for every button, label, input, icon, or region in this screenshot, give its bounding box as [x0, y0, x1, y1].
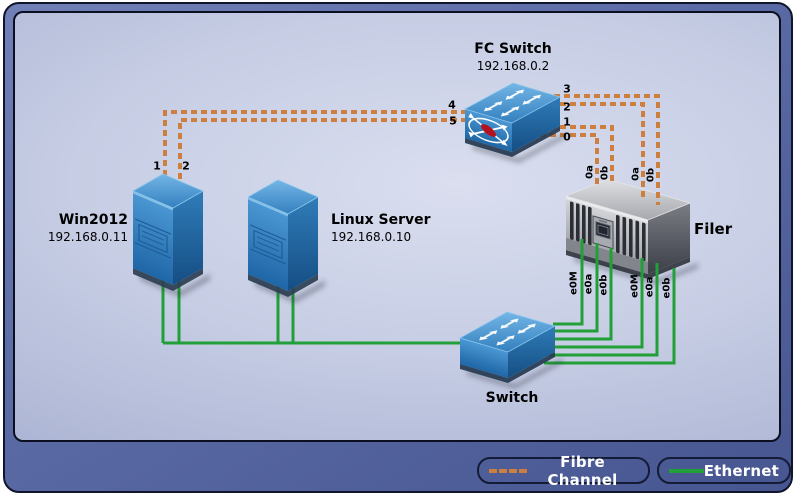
filer-front-face — [566, 196, 648, 274]
linux-server-device — [247, 179, 325, 303]
win2012-ip-label: 192.168.0.11 — [47, 230, 128, 244]
switch-front-face — [460, 338, 508, 378]
legend-ethernet: Ethernet — [657, 457, 791, 484]
fc-switch-ip-label: 192.168.0.2 — [476, 59, 550, 73]
fc-port-2-label: 2 — [563, 100, 571, 114]
fc-link-port4-win1 — [163, 110, 467, 176]
filer-device — [564, 178, 698, 285]
win2012-port-2-label: 2 — [182, 159, 190, 173]
fc-switch-side-face — [512, 97, 560, 152]
ethernet-line-sample — [669, 468, 704, 473]
filer-louvers — [570, 201, 646, 261]
filer-side-face — [648, 203, 690, 274]
filer-port-e0M-label: e0M — [629, 274, 641, 298]
legend-fibre-channel-label: Fibre Channel — [547, 452, 618, 489]
eth-link-switch-e0a-1 — [550, 243, 599, 333]
fc-switch-device — [463, 82, 567, 163]
linux-top-face — [247, 179, 319, 215]
win2012-name-label: Win2012 — [58, 212, 128, 228]
win2012-server-device — [132, 173, 210, 297]
fc-port-5-label: 5 — [449, 114, 457, 128]
fc-switch-arrows-icon — [483, 89, 542, 117]
win2012-port-1-label: 1 — [153, 159, 161, 173]
legend-ethernet-label: Ethernet — [703, 461, 779, 480]
fc-port-0-label: 0 — [563, 130, 571, 144]
filer-port-e0M-label: e0M — [568, 271, 580, 295]
win2012-front-face — [133, 191, 173, 286]
fc-link-port0-filer0a — [540, 133, 599, 187]
filer-port-0b-label: 0b — [599, 165, 611, 181]
linux-server-name-label: Linux Server — [331, 212, 431, 228]
fc-switch-shadow — [472, 132, 567, 163]
eth-link-switch-e0M-1 — [553, 239, 584, 326]
fc-link-port5-win2 — [178, 118, 467, 183]
eth-link-switch-e0b-2 — [544, 268, 676, 365]
filer-shadow — [574, 256, 698, 285]
ethernet-links — [161, 239, 676, 365]
fc-port-3-label: 3 — [563, 82, 571, 96]
filer-name-label: Filer — [694, 220, 733, 238]
eth-link-switch-e0M-2 — [550, 258, 644, 349]
fibre-channel-line-sample — [489, 468, 527, 473]
fc-port-4-label: 4 — [448, 98, 456, 112]
linux-side-face — [288, 197, 318, 291]
fc-switch-name-label: FC Switch — [474, 41, 552, 57]
eth-link-switch-e0b-1 — [552, 248, 613, 341]
linux-shadow — [255, 280, 325, 303]
eth-link-switch-e0a-2 — [548, 263, 659, 357]
fc-link-port3-filer0b — [554, 94, 660, 205]
legend-fibre-channel: Fibre Channel — [477, 453, 650, 489]
win2012-side-face — [173, 191, 203, 285]
win2012-shadow — [140, 274, 210, 297]
fc-link-port1-filer0b — [540, 125, 614, 184]
filer-top-face — [564, 178, 692, 221]
switch-name-label: Switch — [485, 390, 539, 406]
switch-arrows-icon — [479, 318, 536, 346]
switch-top-face — [458, 311, 557, 353]
win2012-top-face — [132, 173, 204, 209]
filer-port-e0a-label: e0a — [644, 276, 656, 298]
fc-switch-top-face — [463, 82, 562, 124]
filer-port-e0a-label: e0a — [583, 273, 595, 295]
fc-switch-red-core-icon — [480, 124, 497, 137]
filer-port-0a-label: 0a — [584, 165, 596, 179]
fc-link-port2-filer0a — [550, 102, 645, 199]
switch-side-face — [508, 326, 555, 378]
fc-port-1-label: 1 — [563, 115, 571, 129]
switch-shadow — [467, 358, 562, 389]
filer-screen — [595, 221, 611, 240]
filer-port-0b-label: 0b — [645, 167, 657, 183]
ethernet-switch-device — [458, 311, 562, 389]
filer-port-e0b-label: e0b — [598, 274, 610, 296]
linux-front-face — [248, 197, 288, 292]
fibre-channel-links — [163, 94, 660, 205]
filer-port-e0b-label: e0b — [661, 277, 673, 299]
filer-port-0a-label: 0a — [630, 167, 642, 181]
linux-server-ip-label: 192.168.0.10 — [331, 230, 412, 244]
